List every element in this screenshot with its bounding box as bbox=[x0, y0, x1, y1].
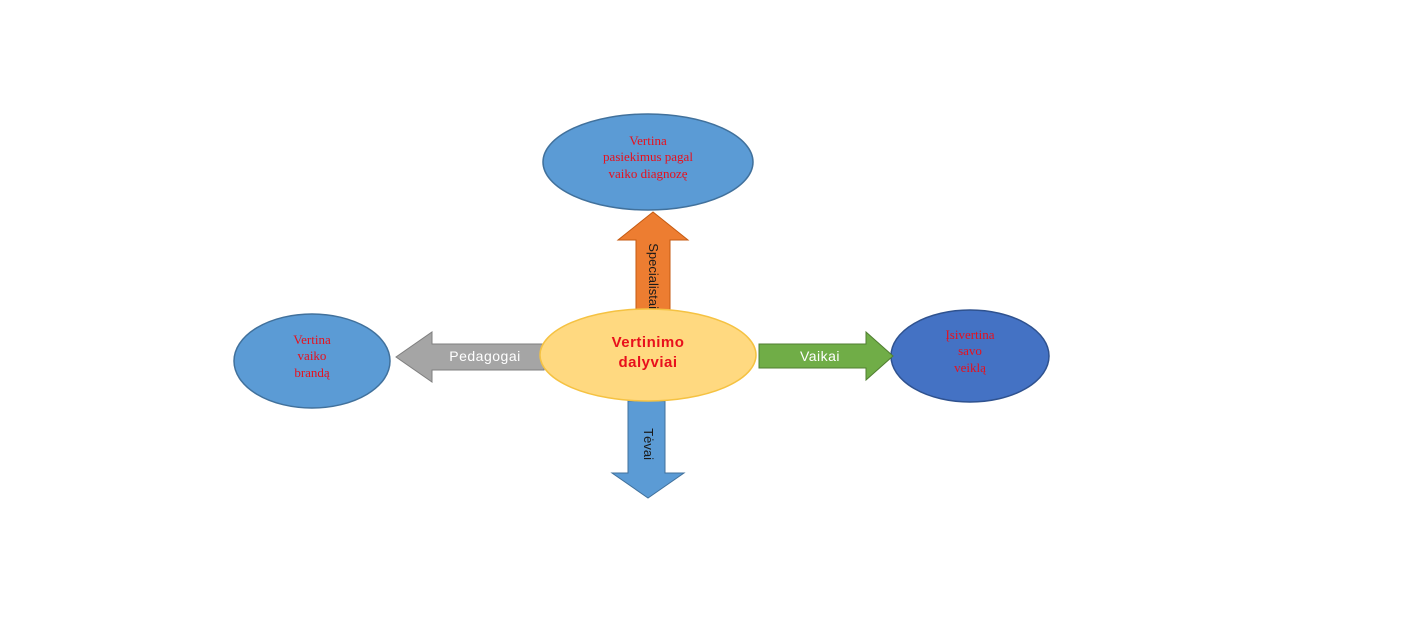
arrow-right-label: Vaikai bbox=[799, 348, 841, 364]
center-node-ellipse bbox=[539, 308, 757, 402]
center-node-line1: Vertinimo bbox=[611, 334, 685, 351]
left-node-ellipse bbox=[233, 313, 391, 409]
right-node-text: Įsivertina savo veiklą bbox=[910, 327, 1030, 376]
center-node-line2: dalyviai bbox=[618, 354, 678, 372]
arrow-left-shape bbox=[395, 331, 545, 383]
top-node-text: Vertina pasiekimus pagal vaiko diagnozę bbox=[548, 133, 748, 182]
top-node-line3: vaiko diagnozę bbox=[608, 165, 688, 181]
top-node-line2: pasiekimus pagal bbox=[603, 149, 693, 165]
arrow-up-label: Specialistai bbox=[646, 243, 662, 309]
right-node-line1: Įsivertina bbox=[945, 327, 995, 342]
left-node-line3: brandą bbox=[294, 364, 330, 380]
left-node-line1: Vertina bbox=[293, 332, 331, 347]
left-node-text: Vertina vaiko brandą bbox=[252, 332, 372, 381]
right-node-line3: veiklą bbox=[954, 359, 986, 375]
arrow-down-label: Tėvai bbox=[641, 428, 657, 461]
top-node-ellipse bbox=[542, 113, 754, 211]
center-node-text: Vertinimo dalyviai bbox=[568, 333, 728, 374]
top-node-line1: Vertina bbox=[629, 133, 667, 148]
arrow-right-shape bbox=[758, 330, 894, 382]
arrow-down-shape bbox=[610, 400, 686, 499]
arrow-up-shape bbox=[616, 211, 690, 313]
right-node-line2: savo bbox=[958, 343, 982, 359]
left-node-line2: vaiko bbox=[297, 348, 327, 364]
arrow-left-label: Pedagogai bbox=[449, 348, 521, 364]
